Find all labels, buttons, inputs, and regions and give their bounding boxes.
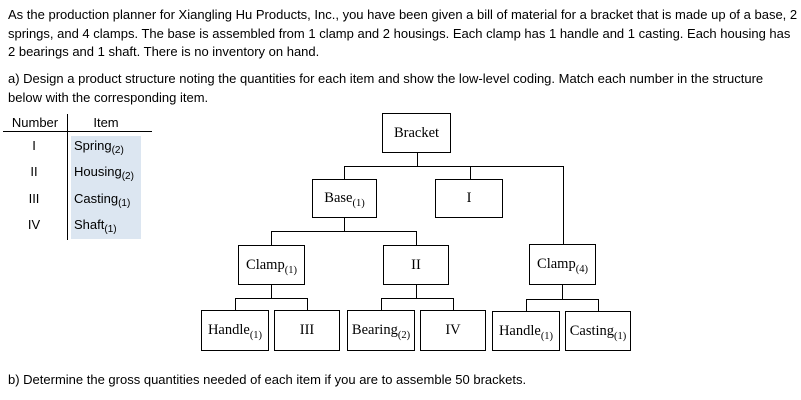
row-item: Housing(2) — [74, 164, 134, 182]
diagram-box-slot-iii: III — [274, 310, 340, 351]
diagram-box-handle-left: Handle(1) — [201, 310, 269, 351]
row-item: Shaft(1) — [74, 217, 117, 235]
box-label: III — [299, 322, 315, 338]
part-a-instruction: a) Design a product structure noting the… — [8, 71, 764, 105]
diagram-box-handle-right: Handle(1) — [492, 311, 560, 351]
box-label: Clamp(4) — [537, 256, 588, 275]
connector-slot-ii-drop — [416, 285, 417, 298]
row-item-qty: (1) — [118, 198, 131, 209]
connector-bracket-drop — [417, 153, 418, 166]
connector-to-slot-iii — [307, 298, 308, 310]
diagram-box-slot-ii: II — [383, 245, 449, 285]
row-number: III — [28, 191, 40, 206]
diagram-box-slot-iv: IV — [420, 310, 486, 351]
table-row: II Housing(2) — [0, 164, 160, 182]
table-row: I Spring(2) — [0, 138, 160, 156]
table-row: IV Shaft(1) — [0, 217, 160, 235]
diagram-box-base: Base(1) — [312, 179, 377, 218]
connector-base-rail — [271, 231, 417, 232]
connector-to-slot-iv — [453, 298, 454, 310]
connector-clamp4-drop — [562, 285, 563, 299]
connector-to-bearing — [381, 298, 382, 310]
connector-clamp1-rail — [235, 298, 308, 299]
connector-slot-ii-rail — [381, 298, 454, 299]
row-number: I — [32, 138, 36, 153]
connector-to-slot-i — [470, 166, 471, 179]
box-label: Casting(1) — [569, 322, 627, 342]
box-label: Bracket — [393, 124, 440, 141]
table-header-number: Number — [11, 115, 59, 130]
row-item-qty: (1) — [104, 224, 117, 235]
connector-to-casting — [598, 299, 599, 311]
row-item: Casting(1) — [74, 191, 131, 209]
connector-level1-rail — [344, 166, 564, 167]
connector-to-base — [344, 166, 345, 179]
box-label: I — [466, 190, 472, 206]
connector-to-handle-left — [235, 298, 236, 310]
box-label: Bearing(2) — [351, 322, 411, 341]
connector-to-handle-right — [526, 299, 527, 311]
row-number: IV — [27, 217, 41, 232]
diagram-box-clamp-1: Clamp(1) — [238, 245, 305, 285]
diagram-box-bearing: Bearing(2) — [347, 310, 415, 351]
row-item-qty: (2) — [121, 171, 134, 182]
diagram-box-bracket: Bracket — [382, 113, 451, 153]
diagram-box-casting: Casting(1) — [565, 311, 631, 351]
connector-to-clamp-4 — [563, 166, 564, 244]
box-label: Handle(1) — [498, 322, 554, 342]
diagram-box-clamp-4: Clamp(4) — [529, 244, 596, 285]
table-row: III Casting(1) — [0, 191, 160, 209]
intro-paragraph: As the production planner for Xiangling … — [8, 7, 798, 59]
box-label: Base(1) — [324, 190, 365, 209]
item-column-highlight — [71, 136, 141, 239]
table-header-underline — [3, 131, 152, 132]
row-item-qty: (2) — [111, 145, 124, 156]
row-item: Spring(2) — [74, 138, 124, 156]
diagram-box-slot-i: I — [435, 179, 503, 218]
connector-clamp1-drop — [271, 285, 272, 298]
box-label: Clamp(1) — [246, 256, 297, 276]
row-number: II — [30, 164, 38, 179]
connector-to-slot-ii — [416, 231, 417, 245]
box-label: Handle(1) — [207, 322, 263, 341]
box-label: II — [411, 256, 421, 273]
table-column-divider — [67, 114, 68, 240]
part-b-instruction: b) Determine the gross quantities needed… — [8, 372, 527, 387]
connector-clamp4-rail — [526, 299, 599, 300]
table-header-item: Item — [93, 115, 119, 130]
connector-to-clamp-1 — [271, 231, 272, 245]
box-label: IV — [445, 322, 461, 338]
connector-base-drop — [344, 218, 345, 231]
